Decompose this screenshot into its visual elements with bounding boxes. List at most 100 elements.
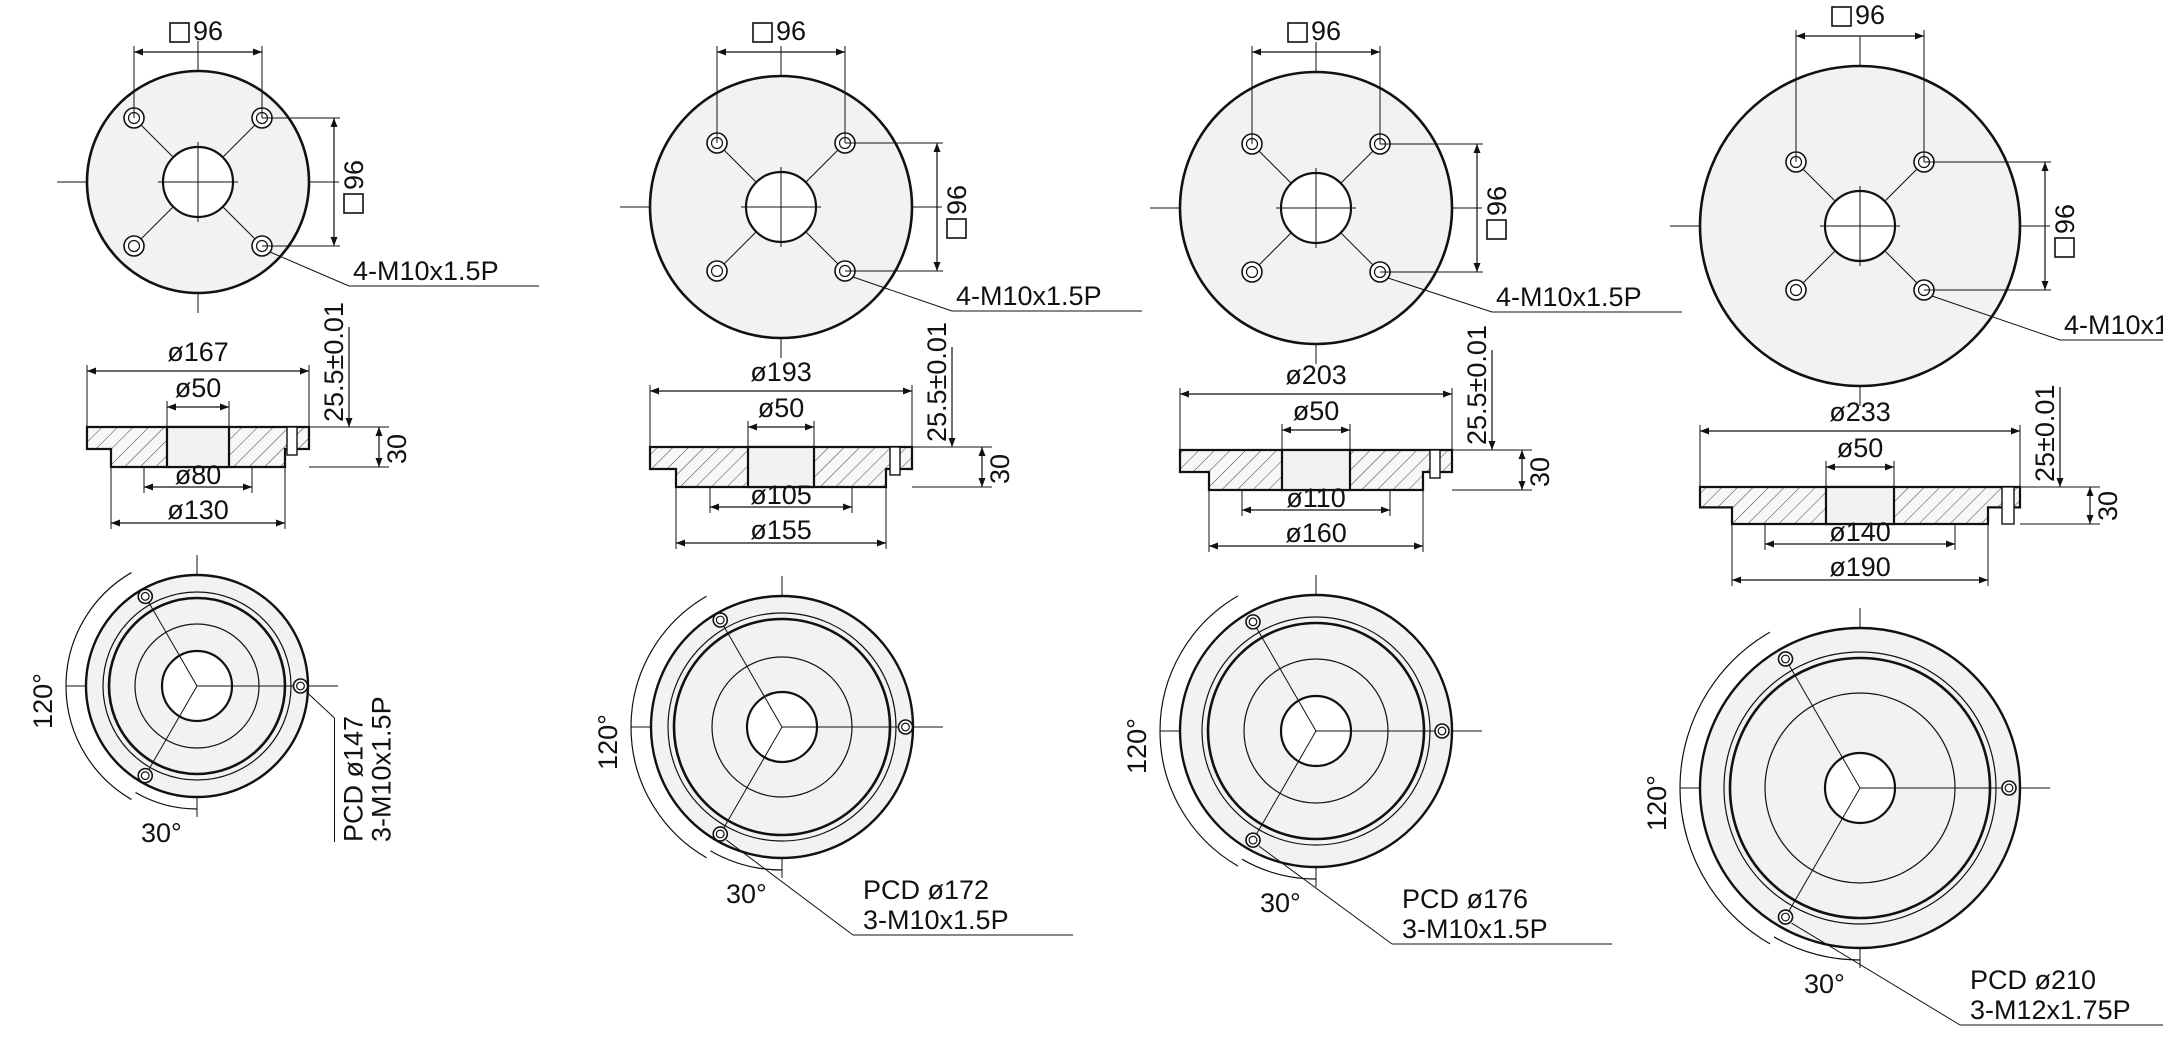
arrowhead (1915, 32, 1924, 40)
bolt-hole-thread (1248, 835, 1258, 845)
bolt-hole (712, 612, 729, 628)
top-view: 96 96 4-M10x1.5P (1670, 0, 2163, 406)
arrowhead (1488, 441, 1496, 450)
pitch-angle-arc (1679, 631, 1771, 945)
arrowhead (1473, 144, 1481, 153)
arrowhead (1732, 576, 1741, 584)
bolt-hole-thread (1437, 726, 1447, 736)
bolt-hole (1434, 723, 1450, 739)
bottom-diameter-label: ø160 (1285, 518, 1347, 548)
arrowhead (1381, 506, 1390, 514)
height-tolerance-label: 25±0.01 (2030, 385, 2060, 482)
bolt-hole (1245, 832, 1261, 848)
leader-line (306, 691, 335, 719)
arrowhead (748, 423, 757, 431)
adapter-column-1: 96964-M10x1.5Pø167ø50ø80ø13025.5±0.01301… (28, 16, 539, 848)
arrowhead (2011, 427, 2020, 435)
bore-diameter-label: ø50 (175, 373, 222, 403)
pcd-label: PCD ø172 (863, 875, 989, 905)
arrowhead (805, 423, 814, 431)
square-symbol (343, 193, 364, 214)
arrowhead (345, 418, 353, 427)
lower-step-label: ø80 (175, 460, 222, 490)
outer-diameter-label: ø193 (750, 357, 812, 387)
bolt-square-label: 96 (1855, 0, 1885, 30)
arrowhead (676, 539, 685, 547)
leader-line (1791, 922, 1961, 1026)
bolt-hole-thread (1781, 654, 1790, 664)
adapter-column-2: 96964-M10x1.5Pø193ø50ø105ø15525.5±0.0130… (593, 16, 1142, 936)
arrowhead (710, 503, 719, 511)
outer-diameter-label: ø203 (1285, 360, 1347, 390)
bolt-hole (1777, 651, 1794, 667)
arrowhead (1700, 427, 1709, 435)
leader-line (269, 251, 350, 287)
bolt-hole-thread (127, 239, 141, 253)
arrowhead (933, 262, 941, 271)
arrowhead (2056, 478, 2064, 487)
pitch-angle-label: 120° (593, 714, 623, 770)
pcd-radial-line (144, 596, 198, 687)
arrowhead (1341, 426, 1350, 434)
bottom-thread-label: 3-M10x1.5P (367, 696, 397, 842)
arrowhead (843, 503, 852, 511)
square-symbol (752, 22, 773, 43)
bolt-hole-thread (2004, 783, 2014, 793)
bolt-square-vertical-label: 96 (2050, 204, 2080, 234)
leader-line (725, 839, 854, 936)
bolt-hole (1777, 909, 1794, 925)
section-bore (746, 445, 816, 489)
leader-line (1258, 845, 1393, 945)
arrowhead (933, 143, 941, 152)
bolt-hole (706, 260, 728, 282)
pcd-radial-line (1252, 730, 1317, 841)
offset-angle-label: 30° (1804, 969, 1845, 999)
arrowhead (903, 387, 912, 395)
bolt-hole-thread (901, 722, 910, 732)
outer-diameter-label: ø167 (167, 337, 229, 367)
bottom-thread-label: 3-M10x1.5P (1402, 914, 1548, 944)
square-symbol (169, 22, 190, 43)
bolt-hole (2001, 780, 2017, 796)
bolt-hole-thread (1789, 283, 1803, 297)
square-symbol (1287, 22, 1308, 43)
bottom-thread-label: 3-M10x1.5P (863, 905, 1009, 935)
bolt-hole-thread (1248, 617, 1258, 627)
arrowhead (220, 403, 229, 411)
arrowhead (1443, 390, 1452, 398)
bolt-hole (897, 719, 914, 735)
arrowhead (650, 387, 659, 395)
bolt-hole (292, 678, 309, 694)
pcd-radial-line (1785, 787, 1861, 918)
bolt-square-label: 96 (1311, 16, 1341, 46)
arrowhead (330, 118, 338, 127)
arrowhead (1282, 426, 1291, 434)
thread-callout-label: 4-M10x1.5P (956, 281, 1102, 311)
leader-line (852, 276, 953, 312)
arrowhead (1946, 540, 1955, 548)
bolt-square-vertical-label: 96 (1482, 186, 1512, 216)
arrowhead (1979, 576, 1988, 584)
arrowhead (1473, 263, 1481, 272)
thread-callout-label: 4-M10x1.5P (2064, 310, 2163, 340)
bolt-square-label: 96 (776, 16, 806, 46)
bolt-hole-thread (296, 681, 305, 691)
arrowhead (948, 438, 956, 447)
thickness-label: 30 (985, 454, 1015, 484)
pitch-angle-arc (65, 572, 132, 800)
section-bore (1824, 485, 1896, 526)
bolt-hole (1241, 261, 1263, 283)
arrowhead (134, 48, 143, 56)
pcd-radial-line (1252, 621, 1317, 732)
bore-diameter-label: ø50 (1837, 433, 1884, 463)
height-tolerance-label: 25.5±0.01 (1462, 325, 1492, 445)
arrowhead (375, 458, 383, 467)
arrowhead (375, 427, 383, 436)
